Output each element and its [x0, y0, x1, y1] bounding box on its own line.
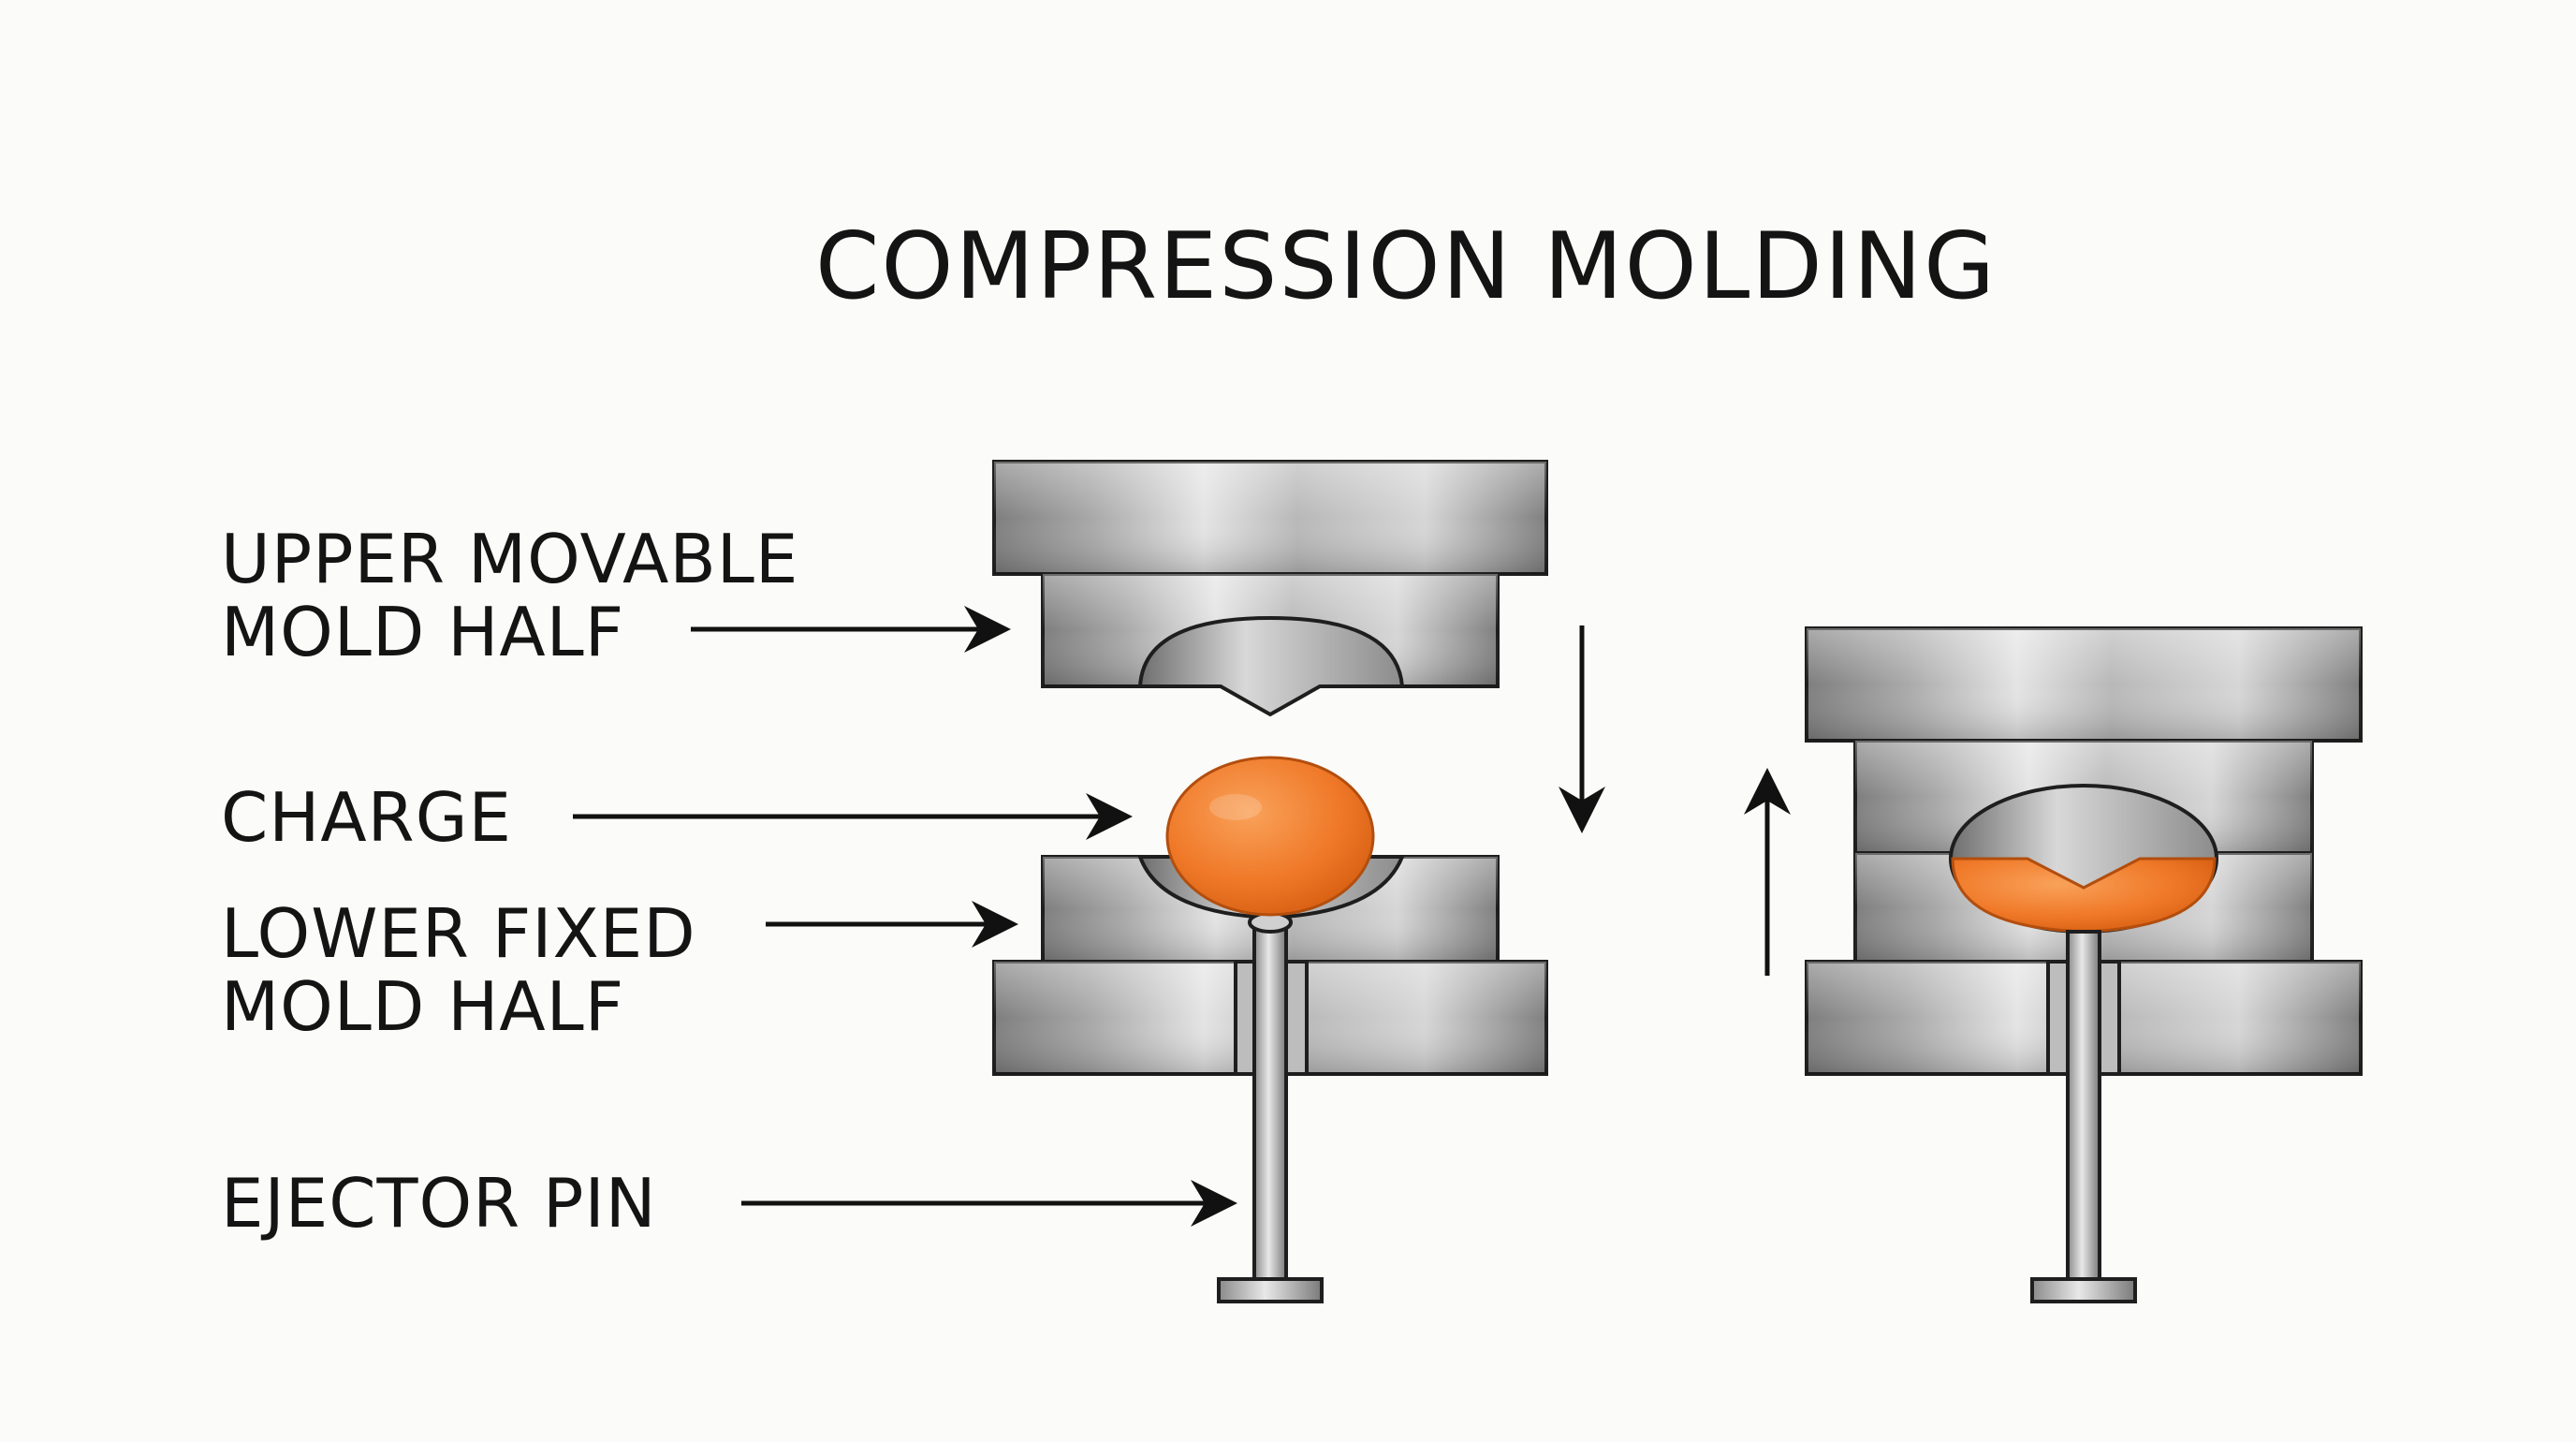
upper-platen-closed — [1805, 626, 2363, 743]
label-lower-mold-line2: MOLD HALF — [221, 967, 624, 1046]
label-upper-mold-line2: MOLD HALF — [221, 593, 624, 671]
right-mold-assembly — [1805, 626, 2363, 1303]
charge-ball — [1165, 756, 1375, 917]
closed-cavity — [1949, 784, 2218, 934]
ejector-pin — [1217, 911, 1324, 1303]
upper-movable-mold-half — [1041, 572, 1500, 717]
label-ejector-pin: EJECTOR PIN — [221, 1164, 657, 1243]
left-mold-assembly — [992, 460, 1548, 1303]
ejector-pin-closed — [2030, 930, 2137, 1303]
diagram-title: COMPRESSION MOLDING — [815, 213, 1997, 320]
formed-part — [1951, 857, 2217, 934]
label-charge: CHARGE — [221, 778, 512, 857]
label-lower-mold-line1: LOWER FIXED — [221, 894, 696, 973]
upper-platen — [992, 460, 1548, 576]
label-upper-mold-line1: UPPER MOVABLE — [221, 520, 798, 598]
